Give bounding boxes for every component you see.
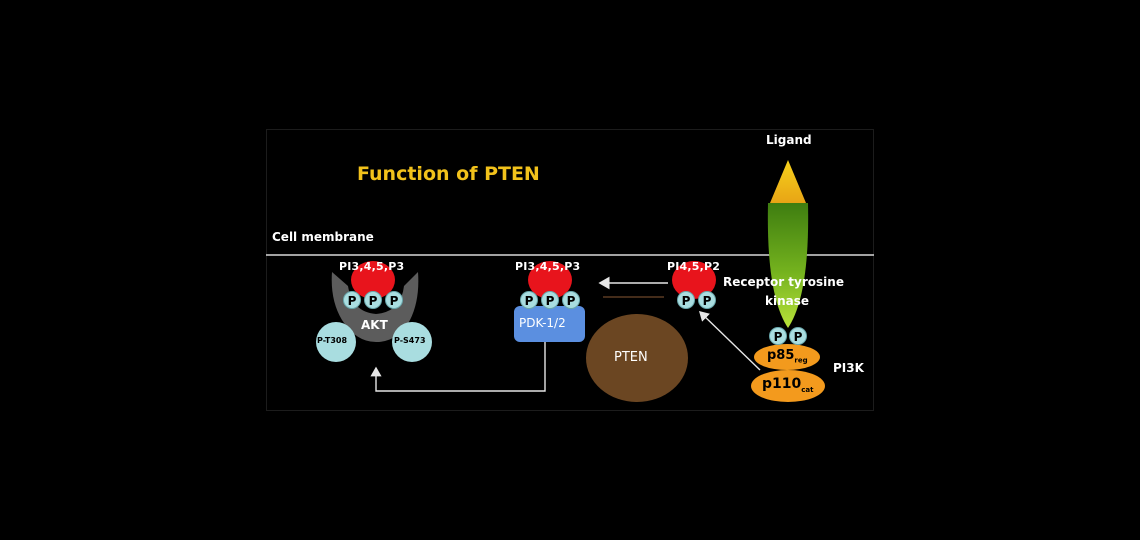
- pip3-mid-phosphate-5: P: [562, 291, 580, 309]
- pi3k-label: PI3K: [833, 361, 864, 375]
- rtk-phosphate-8: P: [769, 327, 787, 345]
- rtk-phosphate-9: P: [789, 327, 807, 345]
- akt-s473-label: P-S473: [394, 336, 426, 345]
- pip3-mid-label: PI3,4,5,P3: [515, 260, 581, 273]
- p85-label: p85reg: [767, 348, 808, 365]
- receptor-tyrosine-kinase: [767, 203, 809, 328]
- pip3-left-label: PI3,4,5,P3: [339, 260, 405, 273]
- pten-protein: [586, 314, 688, 402]
- pip3-mid-phosphate-4: P: [541, 291, 559, 309]
- pip3-mid-inositol: [528, 261, 572, 299]
- pip2-phosphate-7: P: [698, 291, 716, 309]
- pip2-phosphate-6: P: [677, 291, 695, 309]
- akt-protein: [331, 272, 419, 342]
- p85-subunit: [754, 344, 820, 370]
- pip3-left-phosphate-1: P: [364, 291, 382, 309]
- pip3-left-phosphate-2: P: [385, 291, 403, 309]
- akt-t308-label: P-T308: [317, 336, 348, 345]
- pip3-left-phosphate-0: P: [343, 291, 361, 309]
- page-title: Function of PTEN: [357, 163, 540, 185]
- cell-membrane-label: Cell membrane: [272, 230, 374, 244]
- pten-label: PTEN: [614, 350, 648, 365]
- akt-label: AKT: [361, 318, 388, 332]
- pdk-label: PDK-1/2: [519, 316, 566, 330]
- receptor-label-line2: kinase: [765, 294, 810, 308]
- akt-t308-site: [316, 322, 356, 362]
- p110-label: p110cat: [762, 376, 814, 394]
- p110-subunit: [751, 370, 825, 402]
- ligand-label: Ligand: [766, 133, 812, 147]
- pi3k-to-pip2-arrow: [698, 311, 761, 371]
- akt-s473-site: [392, 322, 432, 362]
- ligand-triangle: [770, 160, 806, 203]
- pip2-label: PI4,5,P2: [667, 260, 721, 273]
- pip3-mid-phosphate-3: P: [520, 291, 538, 309]
- receptor-label-line1: Receptor tyrosine: [723, 275, 844, 289]
- pdk-protein: [514, 306, 585, 342]
- pdk-to-akt-arrow: [370, 342, 546, 392]
- pip3-left-inositol: [351, 261, 395, 299]
- pip2-inositol: [672, 261, 716, 299]
